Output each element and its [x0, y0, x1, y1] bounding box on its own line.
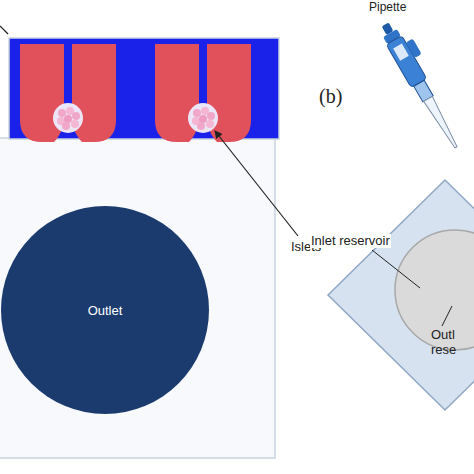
node-text: Outlet — [88, 303, 123, 318]
part-label: Pipette — [368, 1, 407, 14]
panel-letter: (b) — [318, 85, 343, 107]
part-label: Outl — [430, 328, 456, 342]
outlet-circle: Outlet — [0, 205, 210, 415]
part-label: rese — [430, 343, 457, 357]
part-label: Inlet reservoir — [310, 234, 391, 248]
